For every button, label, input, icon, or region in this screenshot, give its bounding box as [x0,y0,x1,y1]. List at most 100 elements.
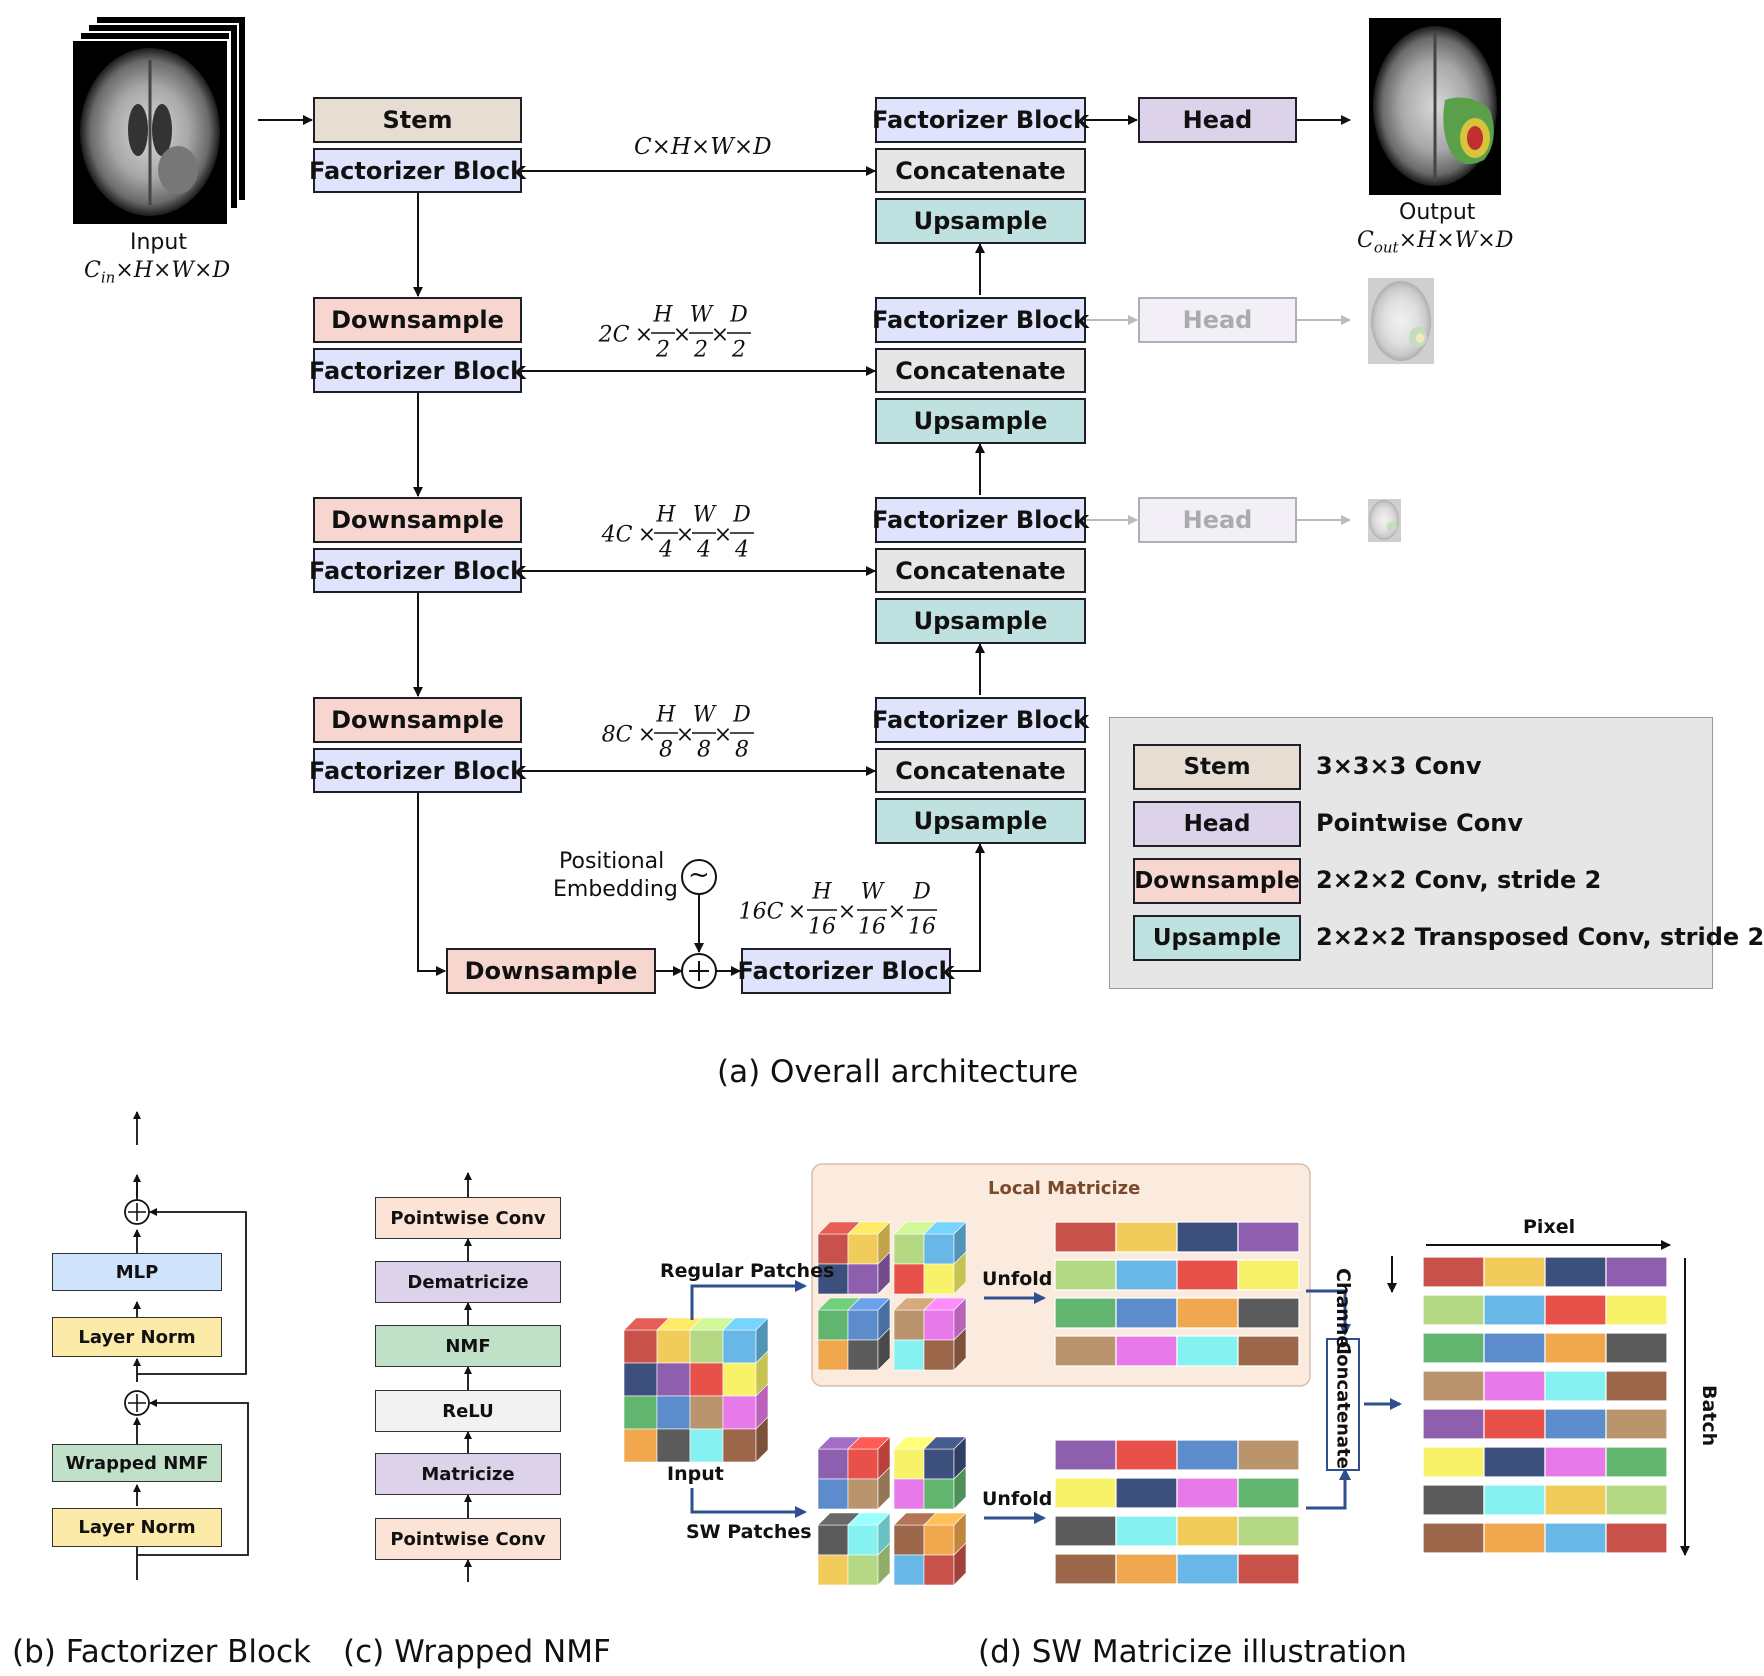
regular-strip-cell [1237,1335,1300,1367]
output-matrix-cell [1483,1332,1546,1364]
decoder-upsample-1[interactable]: Upsample [875,198,1086,244]
frac-numerator: W [692,502,716,528]
decoder-concatenate-2[interactable]: Concatenate [875,348,1086,393]
times-symbol: × [637,522,657,548]
skip-coef: 16C [738,899,784,925]
head-block[interactable]: Head [1138,97,1297,143]
head-block-faded-2[interactable]: Head [1138,497,1297,543]
times-symbol: × [672,322,692,348]
deep-supervision-output-3 [1368,499,1401,542]
layer-norm-block-1[interactable]: Layer Norm [52,1508,222,1547]
sw-strip-cell [1237,1553,1300,1585]
caption-c: (c) Wrapped NMF [343,1634,611,1670]
times-symbol: × [675,722,695,748]
times-symbol: × [637,722,657,748]
input-cube [623,1317,769,1463]
input-cube-label: Input [667,1463,724,1485]
frac-numerator: D [730,302,748,328]
output-matrix-cell [1605,1294,1668,1326]
diagram-canvas [71,15,1690,1586]
regular-strip-cell [1176,1221,1239,1253]
sw-strip-cell [1054,1477,1117,1509]
output-matrix-cell [1483,1484,1546,1516]
caption-b: (b) Factorizer Block [12,1634,312,1670]
decoder-upsample-4[interactable]: Upsample [875,798,1086,844]
frac-numerator: W [689,302,713,328]
output-matrix-cell [1544,1256,1607,1288]
decoder-upsample-3[interactable]: Upsample [875,598,1086,644]
stem-block[interactable]: Stem [313,97,522,143]
sw-patch-4 [893,1512,967,1586]
encoder-downsample-1[interactable]: Downsample [313,297,522,343]
regular-strip-cell [1237,1297,1300,1329]
frac-denominator: 8 [735,737,749,763]
output-label: Output [1399,200,1476,225]
encoder-factorizer-3[interactable]: Factorizer Block [309,548,526,593]
sw-patch-3 [817,1512,891,1586]
nmf-block-relu[interactable]: ReLU [375,1390,561,1432]
caption-d: (d) SW Matricize illustration [978,1634,1407,1670]
nmf-block-matricize[interactable]: Matricize [375,1453,561,1495]
encoder-factorizer-2[interactable]: Factorizer Block [309,348,526,393]
decoder-factorizer-1[interactable]: Factorizer Block [872,97,1089,143]
regular-strip-cell [1054,1221,1117,1253]
bottleneck-factorizer[interactable]: Factorizer Block [737,948,955,994]
encoder-factorizer-1[interactable]: Factorizer Block [309,148,526,193]
sw-strip-cell [1237,1515,1300,1547]
regular-strip-cell [1054,1297,1117,1329]
output-matrix-cell [1544,1370,1607,1402]
regular-patch-4 [893,1297,967,1371]
decoder-factorizer-3[interactable]: Factorizer Block [872,497,1089,543]
decoder-factorizer-2[interactable]: Factorizer Block [872,297,1089,343]
regular-strip-cell [1115,1221,1178,1253]
output-matrix-cell [1605,1256,1668,1288]
output-matrix-cell [1422,1370,1485,1402]
bottleneck-downsample[interactable]: Downsample [446,948,656,994]
regular-strip-cell [1176,1259,1239,1291]
mlp-block[interactable]: MLP [52,1253,222,1291]
nmf-block-nmf[interactable]: NMF [375,1325,561,1367]
encoder-factorizer-4[interactable]: Factorizer Block [309,748,526,793]
input-mri-stack [71,15,247,226]
legend-swatch-downsample: Downsample [1133,858,1301,904]
decoder-concatenate-1[interactable]: Concatenate [875,148,1086,193]
decoder-concatenate-3[interactable]: Concatenate [875,548,1086,593]
nmf-block-dematricize[interactable]: Dematricize [375,1261,561,1303]
sw-strip-cell [1176,1553,1239,1585]
layer-norm-block-2[interactable]: Layer Norm [52,1317,222,1357]
times-symbol: × [887,899,907,925]
frac-denominator: 4 [735,537,749,563]
output-mri [1369,18,1501,195]
head-block-faded-1[interactable]: Head [1138,297,1297,343]
times-symbol: × [675,522,695,548]
nmf-block-pointwise-conv[interactable]: Pointwise Conv [375,1518,561,1560]
deep-supervision-output-2 [1368,278,1434,364]
frac-numerator: H [653,302,673,328]
concatenate-box[interactable]: Concatenate [1326,1338,1360,1471]
frac-numerator: H [656,702,676,728]
output-matrix-cell [1483,1522,1546,1554]
output-matrix-cell [1605,1484,1668,1516]
concatenate-label: Concatenate [1332,1340,1354,1469]
output-matrix-cell [1422,1294,1485,1326]
encoder-downsample-3[interactable]: Downsample [313,697,522,743]
output-matrix-cell [1422,1446,1485,1478]
frac-denominator: 2 [656,337,670,363]
sw-strip-cell [1115,1439,1178,1471]
encoder-downsample-2[interactable]: Downsample [313,497,522,543]
frac-numerator: D [733,502,751,528]
nmf-block-pointwise-conv[interactable]: Pointwise Conv [375,1197,561,1239]
regular-strip-cell [1176,1335,1239,1367]
caption-a: (a) Overall architecture [717,1054,1079,1090]
wrapped-nmf-block[interactable]: Wrapped NMF [52,1444,222,1482]
output-matrix-cell [1544,1408,1607,1440]
decoder-factorizer-4[interactable]: Factorizer Block [872,697,1089,743]
sw-strip-cell [1054,1439,1117,1471]
decoder-upsample-2[interactable]: Upsample [875,398,1086,444]
sw-strip-cell [1237,1439,1300,1471]
output-matrix-cell [1605,1370,1668,1402]
pixel-axis-label: Pixel [1523,1216,1576,1238]
legend-swatch-stem: Stem [1133,744,1301,790]
output-matrix-cell [1422,1256,1485,1288]
decoder-concatenate-4[interactable]: Concatenate [875,748,1086,793]
